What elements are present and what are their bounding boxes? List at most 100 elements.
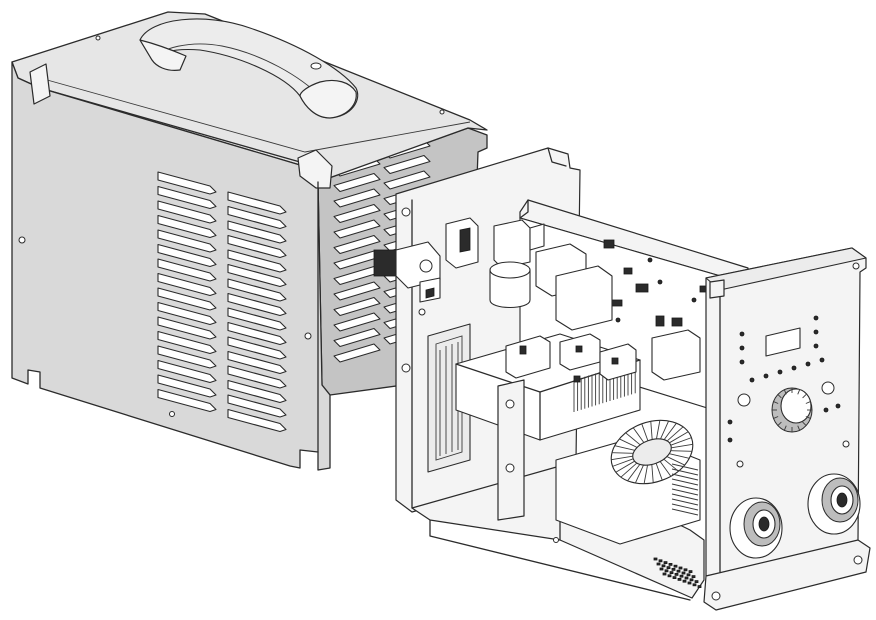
- grille-hole: [653, 557, 658, 561]
- grille-hole: [658, 559, 663, 563]
- louver-slot: [227, 408, 287, 433]
- toroid-fin: [671, 483, 699, 491]
- louver-slot: [157, 171, 217, 195]
- louver-slot: [227, 278, 287, 302]
- output-terminal-right: [807, 473, 861, 535]
- cover-clip-right: [297, 149, 333, 189]
- toroid-fin: [671, 468, 699, 476]
- grille-hole: [691, 575, 696, 578]
- grille-hole: [678, 566, 683, 570]
- toroid-winding: [666, 426, 684, 442]
- knob-ridge: [773, 416, 779, 419]
- toroid-winding: [619, 438, 638, 448]
- cover-clip-left: [29, 63, 51, 105]
- louver-slot: [157, 229, 217, 253]
- panel-hole: [805, 361, 811, 367]
- toroid-winding: [627, 464, 641, 482]
- toroid-winding: [671, 443, 693, 449]
- grille-hole: [666, 566, 671, 569]
- panel-hole: [749, 377, 755, 383]
- knob-ridge: [783, 389, 787, 395]
- toroid-winding: [663, 458, 679, 472]
- louver-slot: [227, 336, 287, 360]
- back-louver-slot: [333, 312, 381, 332]
- toroid-fin: [671, 463, 699, 471]
- toroid-winding: [663, 422, 677, 440]
- toroid-winding: [655, 463, 663, 481]
- knob-ridge: [802, 394, 807, 399]
- knob-ridge: [802, 421, 807, 426]
- grille-hole: [676, 569, 681, 573]
- louver-slot: [157, 258, 217, 282]
- display-window: [765, 327, 801, 357]
- louver-slot: [157, 214, 217, 239]
- grille-hole: [668, 563, 673, 566]
- louver-slot: [157, 316, 217, 340]
- grille-hole: [656, 562, 661, 566]
- toroid-winding: [660, 420, 669, 440]
- grille-hole: [692, 583, 697, 587]
- toroid-winding: [656, 420, 661, 439]
- output-terminal-left: [729, 497, 783, 559]
- knob-ridge: [805, 416, 811, 419]
- panel-hole: [763, 373, 769, 379]
- grille-hole: [682, 579, 687, 583]
- base-grille: [653, 557, 702, 588]
- louver-slot: [227, 365, 287, 389]
- louver-slot: [227, 292, 287, 317]
- toroid-winding: [666, 456, 685, 466]
- toroid-fin: [671, 473, 699, 481]
- grille-hole: [683, 568, 688, 572]
- back-louver-slot: [333, 296, 381, 317]
- panel-hole: [727, 419, 733, 425]
- back-louver-slot: [383, 154, 431, 175]
- panel-hole: [813, 329, 819, 335]
- toroid-winding: [641, 423, 649, 441]
- toroidal-transformer: [555, 419, 701, 545]
- louver-slot: [227, 321, 287, 346]
- toroid-fin: [671, 478, 699, 486]
- panel-hole: [813, 343, 819, 349]
- housing-cover: [11, 11, 488, 471]
- toroid-winding: [611, 452, 634, 454]
- panel-hole: [739, 359, 745, 365]
- grille-hole: [679, 574, 684, 578]
- knob-ridge: [777, 394, 782, 399]
- grille-hole: [659, 567, 664, 571]
- louver-slot: [157, 301, 217, 326]
- louver-slot: [157, 200, 217, 224]
- louver-slot: [157, 185, 217, 210]
- panel-hole: [835, 403, 841, 409]
- toroid-winding: [614, 445, 635, 451]
- toroid-winding: [625, 432, 641, 446]
- internal-chassis: [373, 147, 871, 611]
- louver-slot: [227, 220, 287, 244]
- louver-slot: [157, 272, 217, 297]
- grille-hole: [667, 574, 672, 578]
- back-louver-slot: [333, 219, 381, 239]
- grille-hole: [687, 581, 692, 585]
- louver-slot: [227, 249, 287, 273]
- toroid-winding: [669, 453, 690, 459]
- heatsink: [455, 333, 641, 521]
- toroid-winding: [659, 461, 672, 477]
- toroid-winding: [650, 421, 653, 440]
- panel-hole: [727, 437, 733, 443]
- toroid-fin: [671, 498, 699, 506]
- carry-handle: [139, 18, 359, 119]
- grille-hole: [672, 576, 677, 579]
- back-louver-slot: [383, 170, 431, 190]
- ventilation-louvers: [157, 171, 287, 433]
- cooling-fan: [427, 323, 471, 473]
- louver-slot: [227, 379, 287, 404]
- louver-slot: [227, 307, 287, 331]
- back-louver-slot: [333, 343, 381, 363]
- knob-ridge: [783, 425, 787, 431]
- grille-hole: [664, 569, 669, 573]
- toroid-fin: [671, 508, 699, 516]
- toroid-fin: [671, 503, 699, 511]
- grille-hole: [661, 564, 666, 568]
- louver-slot: [227, 205, 287, 230]
- louver-slot: [157, 374, 217, 398]
- panel-hole: [777, 369, 783, 375]
